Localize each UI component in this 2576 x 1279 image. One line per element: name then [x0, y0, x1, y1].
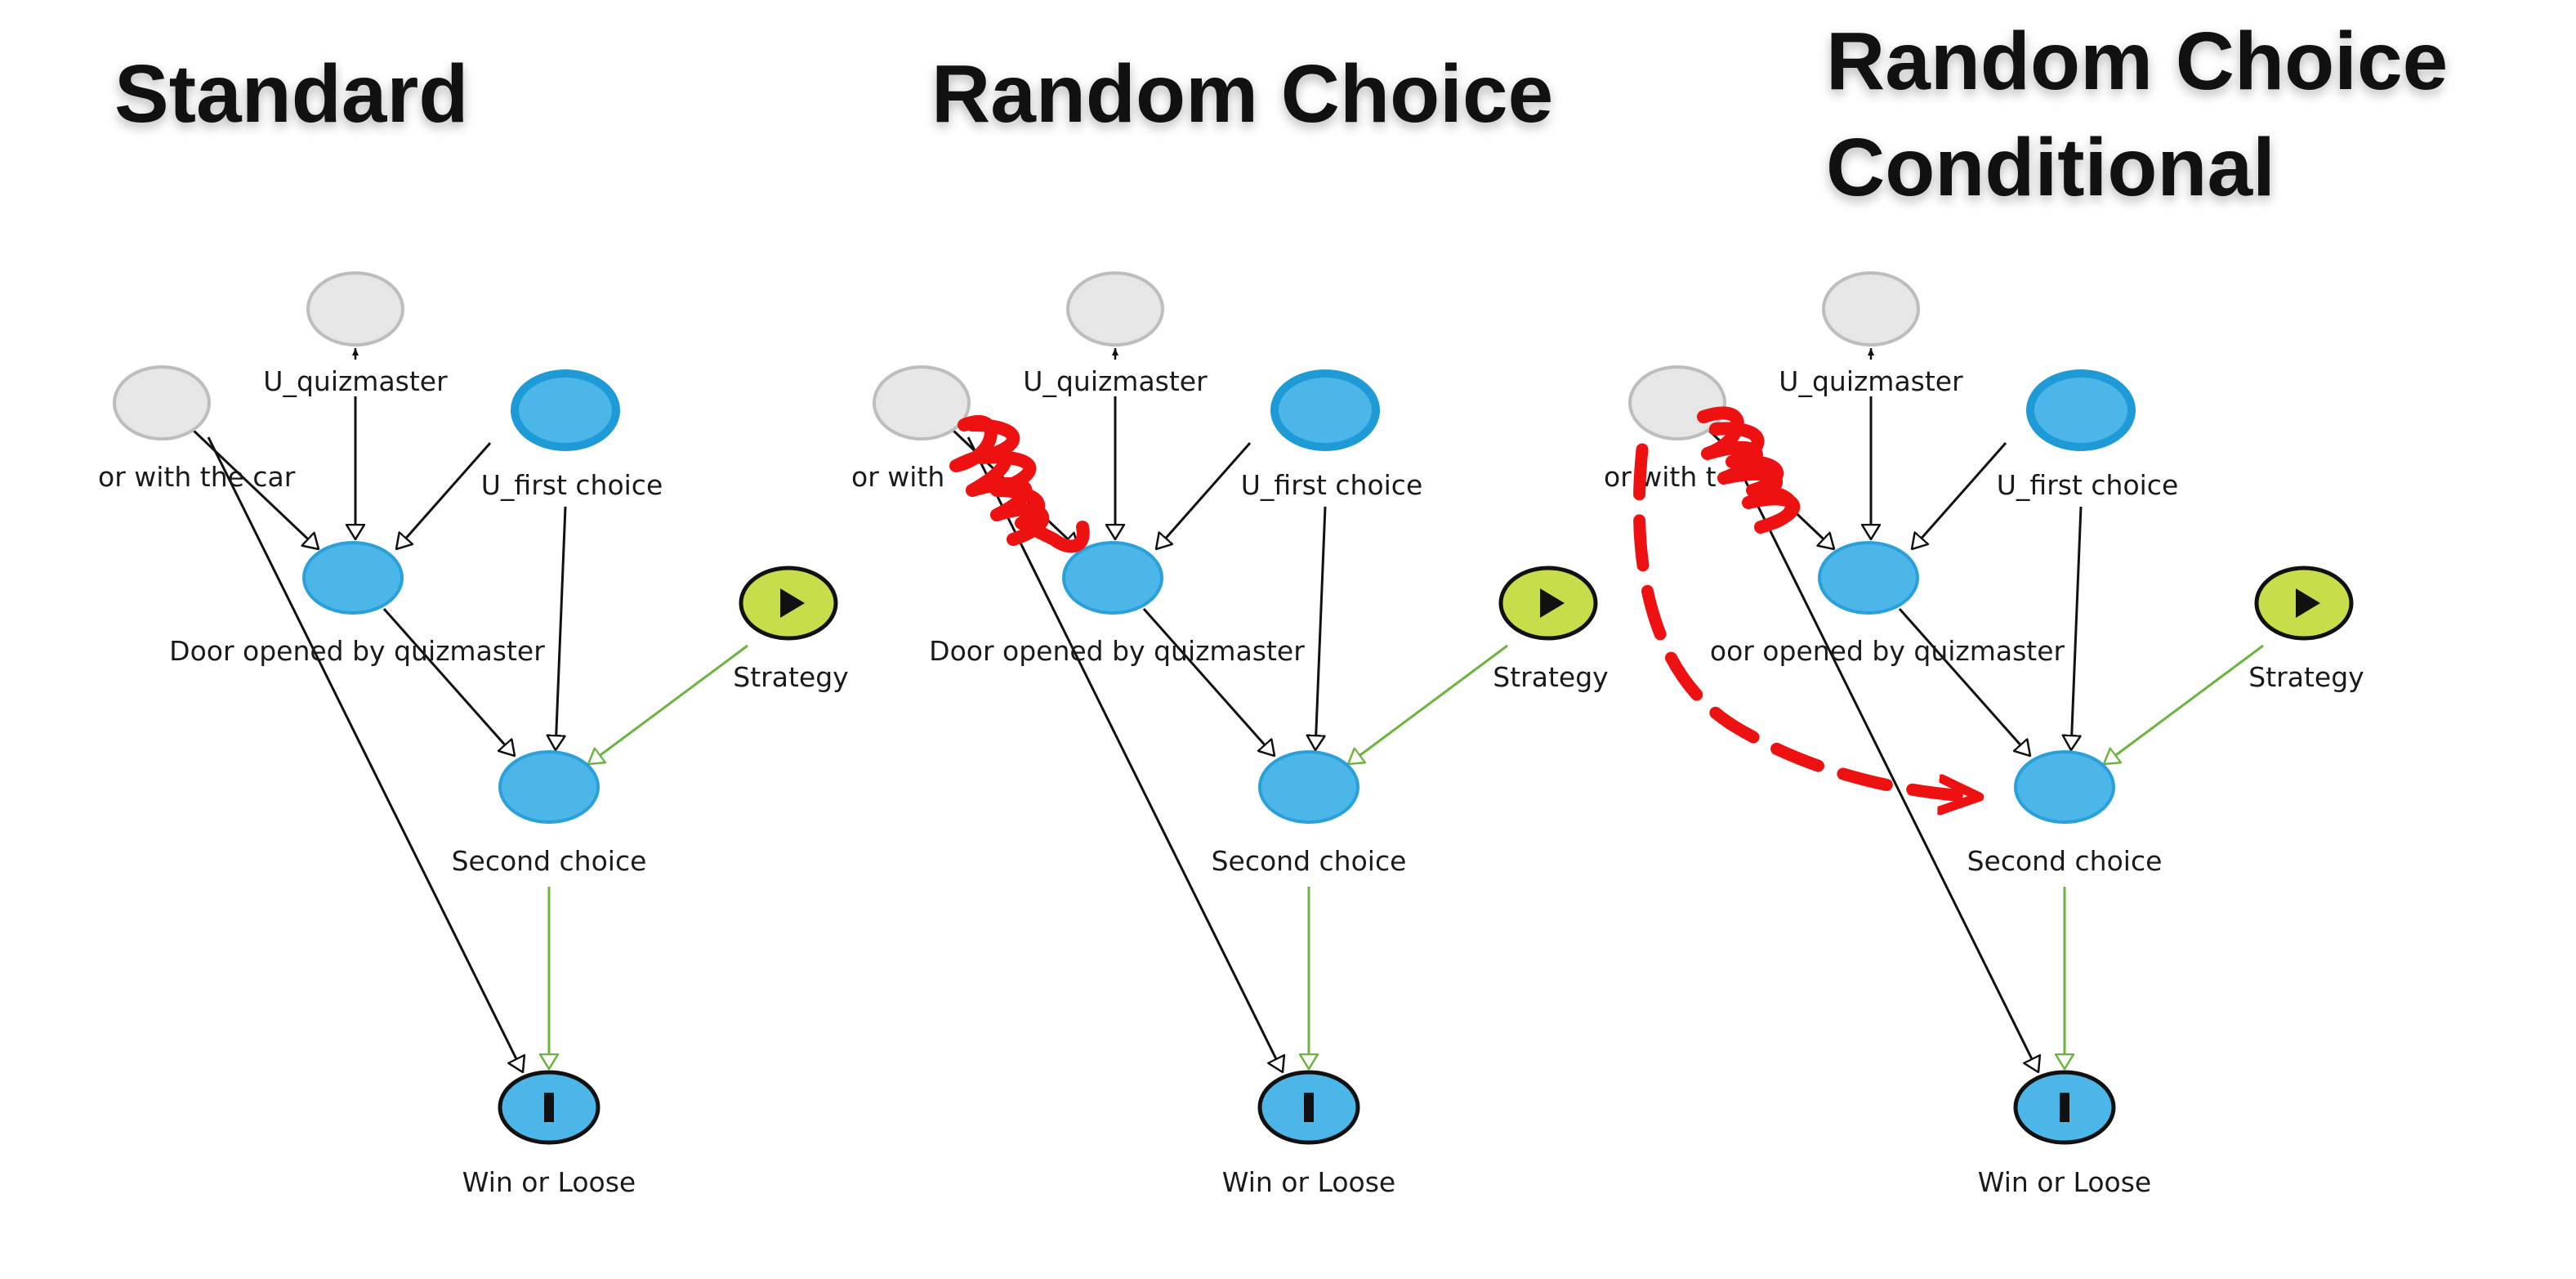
label-door-opened: Door opened by quizmaster — [169, 635, 545, 667]
play-icon — [1540, 588, 1565, 618]
diagram-panel-random-choice: U_quizmaster or with U_first choice Door… — [851, 271, 1609, 1198]
label-strategy: Strategy — [2248, 661, 2364, 693]
node-u-first-choice — [2026, 369, 2136, 451]
edge-u-first-choice-to-door-opened — [396, 442, 492, 549]
edge-door-with-car-to-win — [1722, 436, 2038, 1072]
edge-u-first-choice-to-second-choice — [556, 506, 567, 750]
edge-door-with-car-to-win — [207, 436, 523, 1072]
panel-title-random-choice-conditional: Random Choice Conditional — [1826, 16, 2449, 213]
label-door-with-car: or with — [851, 461, 944, 493]
label-door-opened: oor opened by quizmaster — [1710, 635, 2065, 667]
label-win-or-loose: Win or Loose — [1978, 1166, 2151, 1198]
node-u-quizmaster — [306, 271, 404, 347]
node-door-opened — [302, 541, 404, 615]
edge-strategy-to-second-choice — [1348, 644, 1508, 764]
node-second-choice — [498, 750, 600, 824]
node-door-with-car — [873, 365, 971, 440]
utility-bar-icon — [2060, 1093, 2069, 1122]
edge-strategy-to-second-choice — [588, 644, 748, 764]
node-door-opened — [1062, 541, 1163, 615]
label-u-quizmaster: U_quizmaster — [263, 365, 448, 397]
label-u-quizmaster: U_quizmaster — [1779, 365, 1963, 397]
label-strategy: Strategy — [733, 661, 848, 693]
edge-door-opened-to-second-choice — [1142, 608, 1275, 756]
label-second-choice: Second choice — [452, 845, 647, 877]
play-icon — [2296, 588, 2320, 618]
node-door-opened — [1818, 541, 1919, 615]
play-icon — [780, 588, 805, 618]
red-dashed-conditional-arrow — [1632, 443, 1977, 797]
label-door-with-car: or with t — [1604, 461, 1717, 493]
red-scribble-annotation — [1697, 406, 1801, 534]
diagram-panel-random-choice-conditional: U_quizmaster or with t U_first choice oo… — [1604, 271, 2364, 1198]
edge-u-first-choice-to-second-choice — [2071, 506, 2083, 750]
red-scribble-annotation — [949, 415, 1090, 553]
utility-bar-icon — [544, 1093, 554, 1122]
node-u-quizmaster — [1066, 271, 1164, 347]
edge-strategy-to-second-choice — [2104, 644, 2264, 764]
utility-bar-icon — [1304, 1093, 1314, 1122]
label-u-quizmaster: U_quizmaster — [1023, 365, 1208, 397]
edge-door-opened-to-second-choice — [1898, 608, 2030, 756]
label-win-or-loose: Win or Loose — [1222, 1166, 1395, 1198]
label-u-first-choice: U_first choice — [1241, 469, 1423, 501]
node-second-choice — [1258, 750, 1359, 824]
label-strategy: Strategy — [1493, 661, 1608, 693]
node-u-first-choice — [1270, 369, 1380, 451]
panel-title-random-choice: Random Choice — [931, 48, 1554, 140]
label-u-first-choice: U_first choice — [481, 469, 663, 501]
edge-u-first-choice-to-door-opened — [1912, 442, 2007, 549]
panel-title-standard: Standard — [114, 48, 469, 140]
label-door-opened: Door opened by quizmaster — [929, 635, 1305, 667]
node-u-first-choice — [511, 369, 620, 451]
label-win-or-loose: Win or Loose — [462, 1166, 636, 1198]
label-second-choice: Second choice — [1967, 845, 2163, 877]
node-door-with-car — [113, 365, 211, 440]
diagram-panel-standard: U_quizmaster or with the car U_first cho… — [98, 271, 849, 1198]
edge-door-opened-to-second-choice — [382, 608, 515, 756]
label-u-first-choice: U_first choice — [1997, 469, 2179, 501]
label-door-with-car: or with the car — [98, 461, 296, 493]
node-u-quizmaster — [1822, 271, 1920, 347]
edge-u-first-choice-to-door-opened — [1156, 442, 1252, 549]
node-second-choice — [2014, 750, 2115, 824]
edge-u-first-choice-to-second-choice — [1315, 506, 1327, 750]
label-second-choice: Second choice — [1212, 845, 1407, 877]
